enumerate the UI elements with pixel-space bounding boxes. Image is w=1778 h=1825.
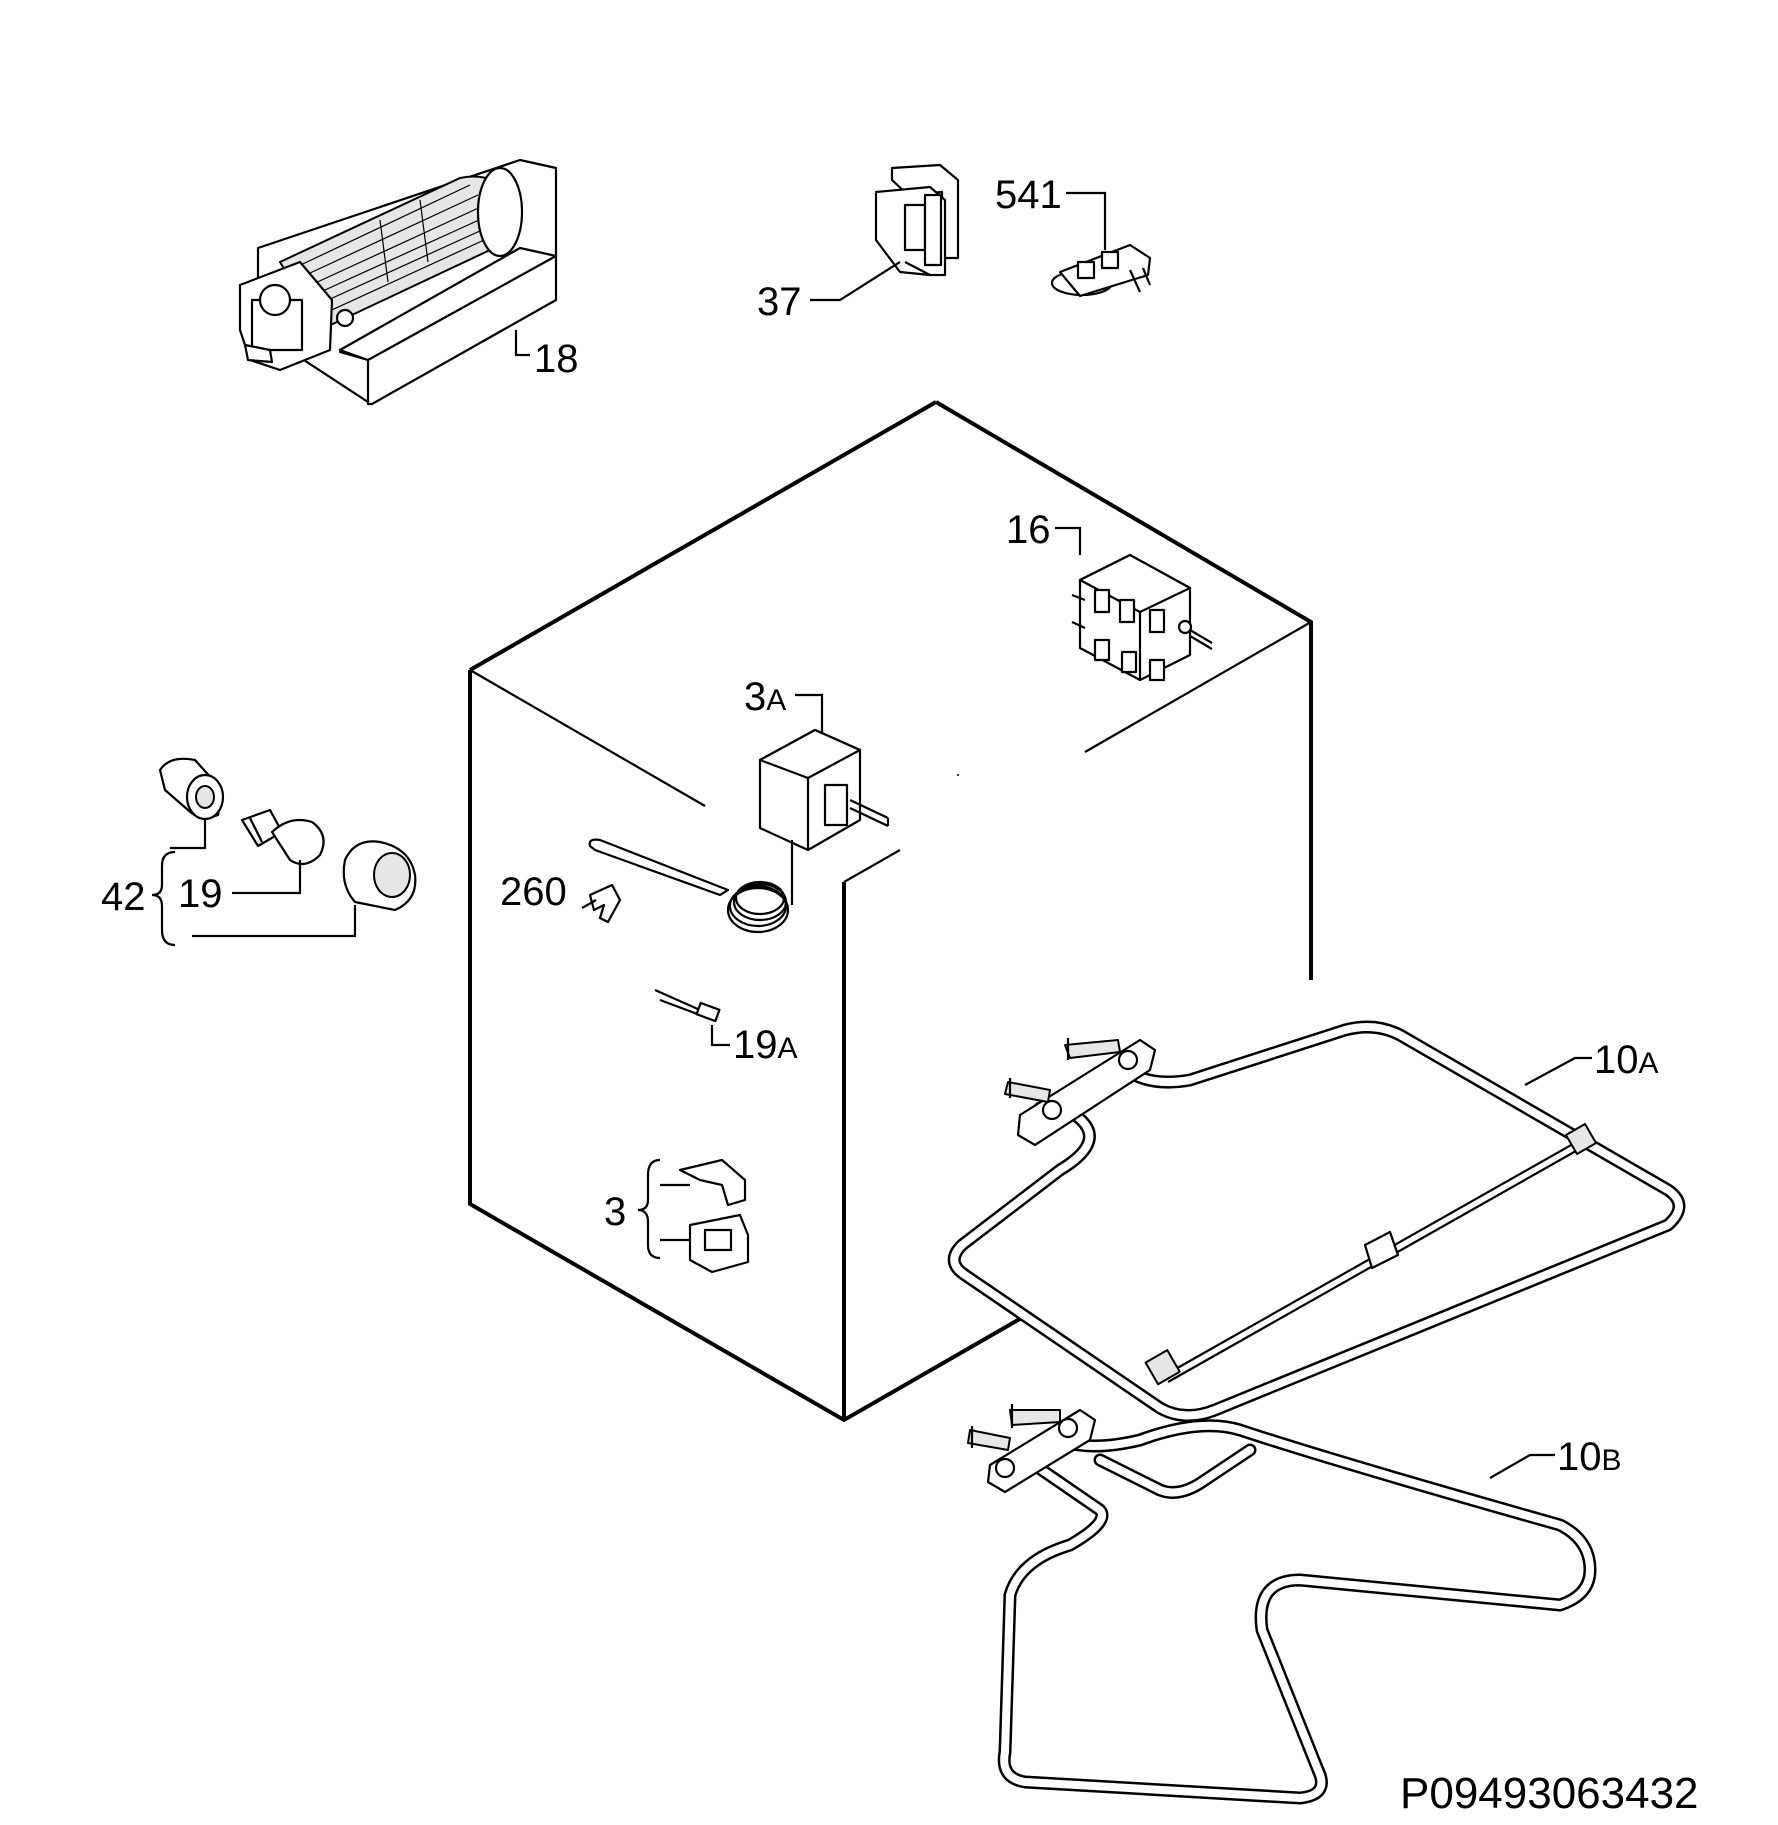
- label-3: 3: [604, 1190, 626, 1234]
- part-lamp-holder: [158, 757, 225, 821]
- leader-18: [514, 330, 530, 357]
- leader-19: [232, 860, 302, 895]
- label-18: 18: [534, 337, 579, 381]
- label-3a: 3A: [744, 675, 786, 719]
- label-10b: 10B: [1557, 1435, 1622, 1479]
- part-37-door-switch: [874, 163, 960, 277]
- oven-cavity-box: [468, 400, 1313, 1423]
- part-3-bracket: [678, 1158, 750, 1274]
- label-10a: 10A: [1594, 1038, 1659, 1082]
- part-3a-thermostat: [588, 728, 890, 934]
- part-541-terminal-block: [1050, 243, 1152, 298]
- part-19a-wire-connector: [654, 988, 721, 1023]
- leader-42-cover: [192, 905, 357, 938]
- label-19: 19: [178, 872, 223, 916]
- part-lamp-cover: [342, 840, 417, 912]
- label-19a: 19A: [733, 1023, 798, 1067]
- brace-42: [151, 850, 176, 947]
- part-18-tangential-fan: [238, 158, 558, 406]
- leader-10a: [1524, 1056, 1592, 1086]
- leader-16: [1055, 526, 1082, 555]
- label-541: 541: [995, 173, 1062, 217]
- leader-42-holder: [170, 818, 207, 850]
- part-10a-top-heating-element: [947, 1020, 1686, 1422]
- label-16: 16: [1006, 508, 1051, 552]
- leader-37: [810, 261, 901, 302]
- part-16-selector-switch: [1071, 553, 1213, 682]
- leader-19a: [710, 1025, 730, 1047]
- brace-3: [637, 1158, 661, 1260]
- leader-3a: [795, 693, 824, 733]
- label-260: 260: [500, 870, 567, 914]
- label-37: 37: [757, 280, 802, 324]
- part-10b-bottom-heating-element: [967, 1404, 1597, 1805]
- part-260-clip: [581, 883, 622, 924]
- drawing-code: P09493063432: [1400, 1769, 1699, 1818]
- part-19-lamp-bulb: [240, 808, 325, 866]
- leader-10b: [1489, 1453, 1555, 1479]
- leader-541: [1066, 191, 1107, 250]
- label-42: 42: [101, 875, 146, 919]
